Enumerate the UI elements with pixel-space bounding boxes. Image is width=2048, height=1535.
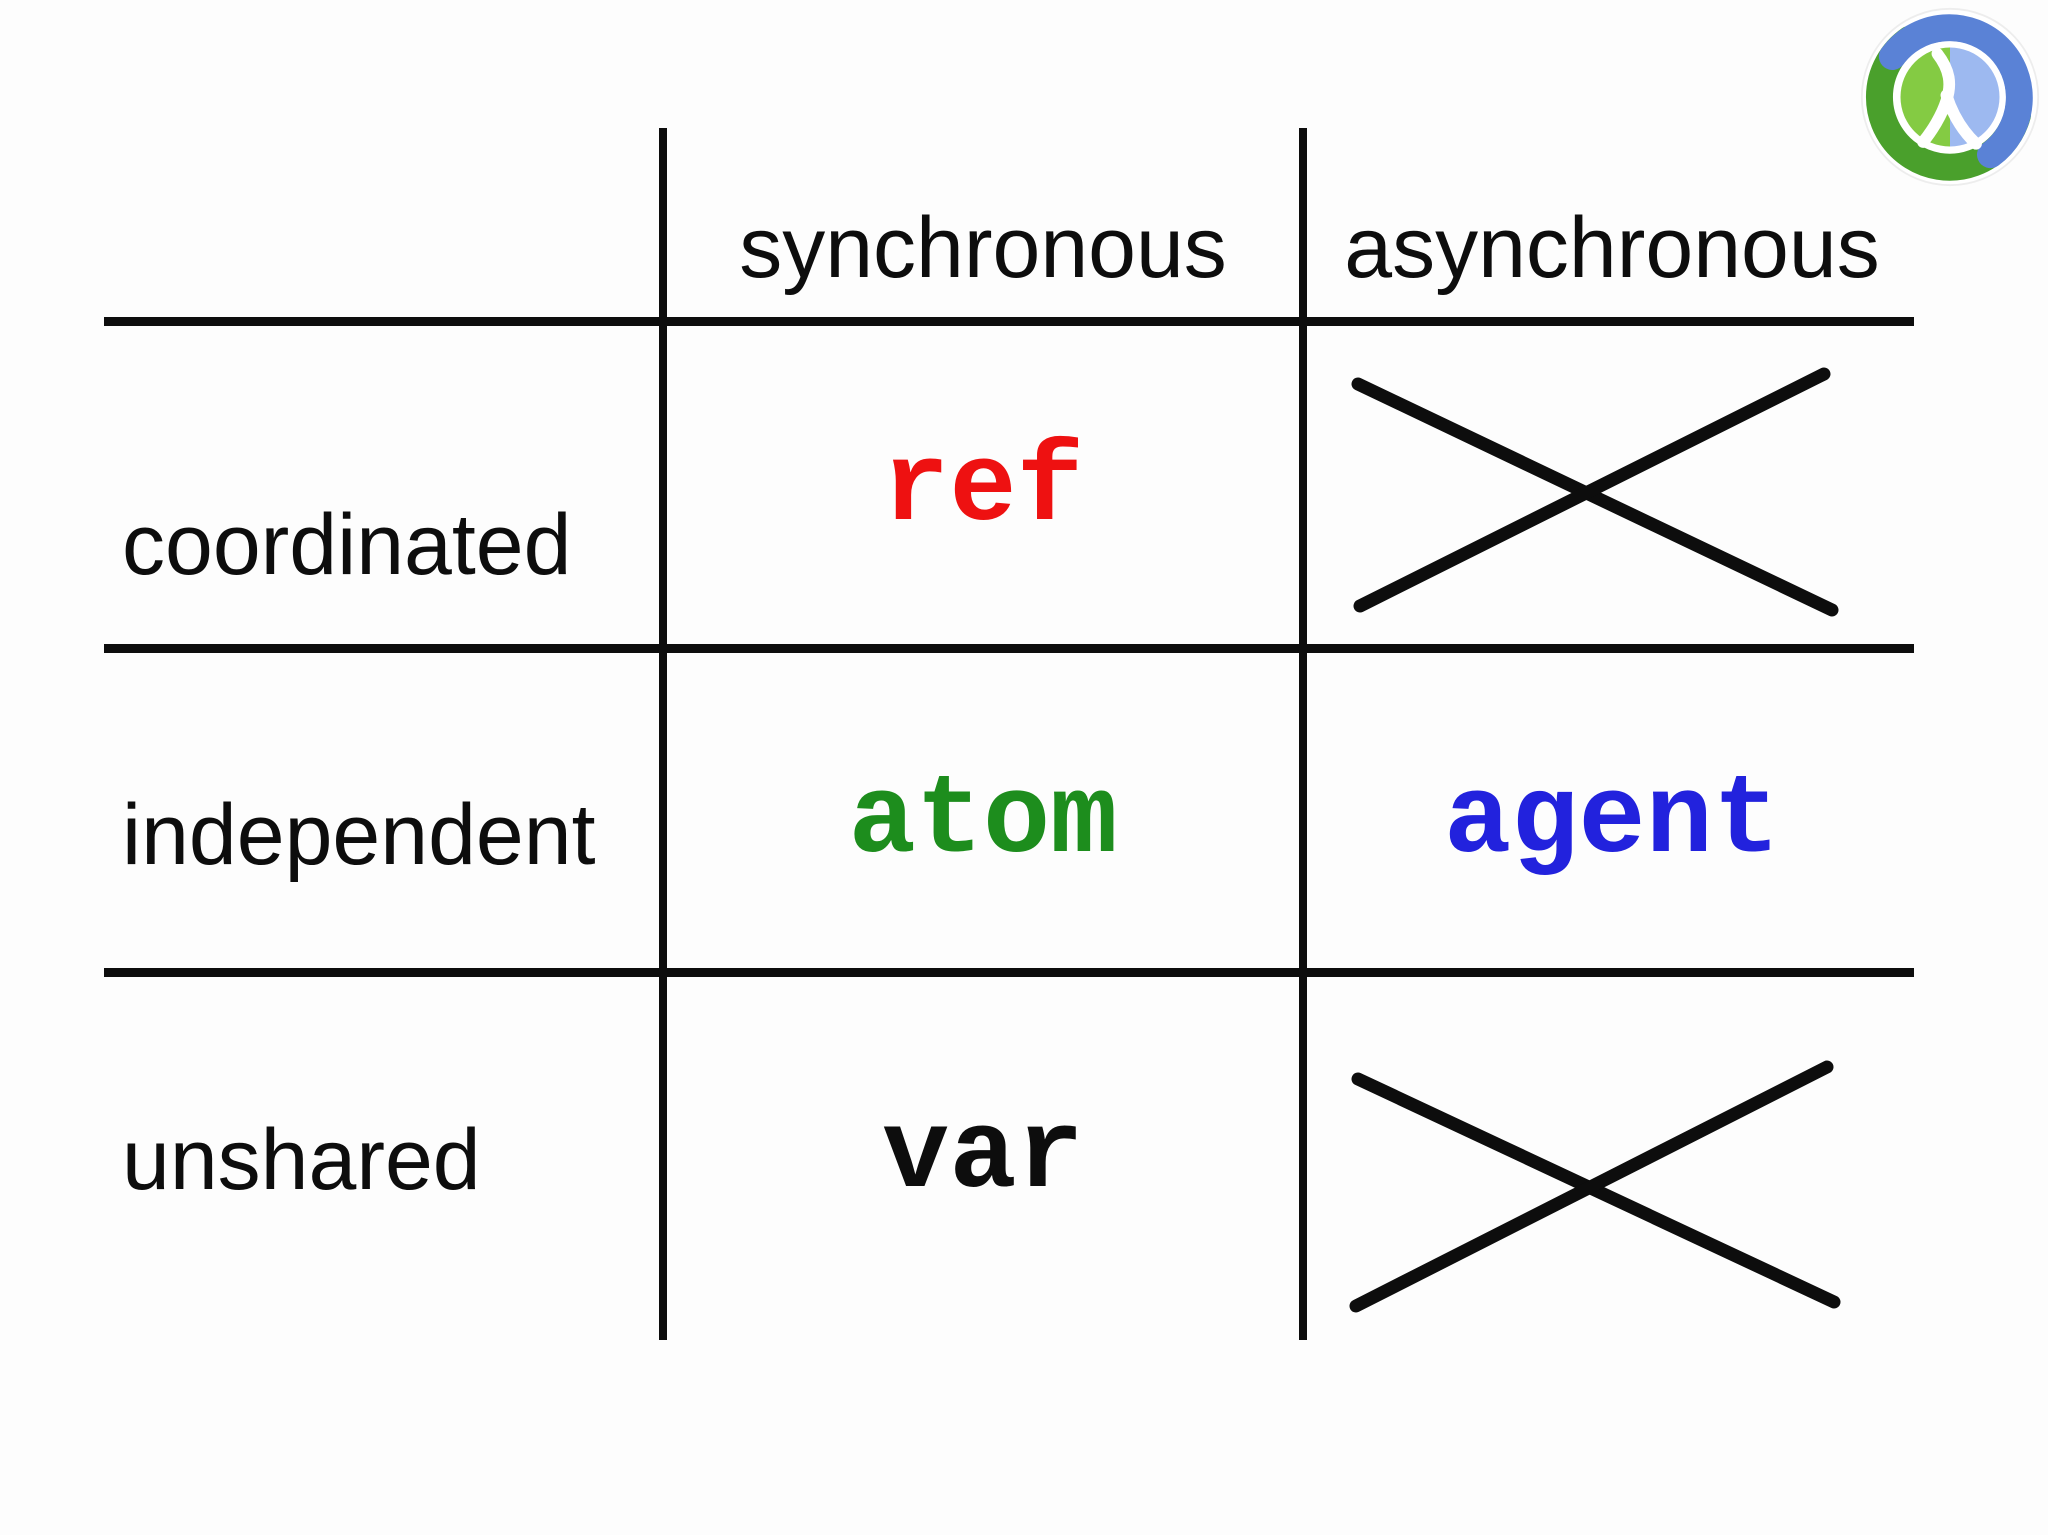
- table-horizontal-line-2: [104, 644, 1914, 653]
- row-label-independent: independent: [122, 787, 596, 883]
- column-header-synchronous: synchronous: [739, 200, 1227, 296]
- table-horizontal-line-3: [104, 968, 1914, 977]
- table-vertical-line-2: [1299, 128, 1307, 1340]
- table-vertical-line-1: [659, 128, 667, 1340]
- row-label-coordinated: coordinated: [122, 497, 572, 593]
- cell-var: var: [882, 1093, 1084, 1220]
- row-label-unshared: unshared: [122, 1112, 481, 1208]
- cell-ref: ref: [882, 426, 1084, 553]
- column-header-asynchronous: asynchronous: [1344, 200, 1880, 296]
- cross-mark-coordinated-asynchronous: [1351, 367, 1839, 617]
- table-horizontal-line-1: [104, 317, 1914, 326]
- cell-atom: atom: [848, 758, 1118, 885]
- clojure-logo-icon: [1860, 7, 2040, 187]
- cross-mark-unshared-asynchronous: [1349, 1060, 1841, 1313]
- cell-agent: agent: [1443, 758, 1781, 885]
